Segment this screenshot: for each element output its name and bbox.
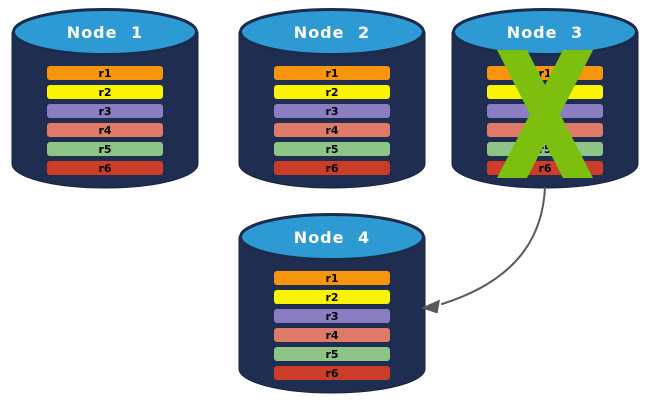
row-label: r1 bbox=[325, 67, 338, 80]
failover-arrow bbox=[421, 187, 546, 314]
arrow-curve bbox=[441, 187, 546, 305]
row-r1 bbox=[47, 66, 163, 80]
node-2-cylinder: Node 2 r1 r2 r3 r4 r5 r6 bbox=[238, 8, 426, 189]
database-cylinder-top bbox=[239, 8, 425, 56]
failure-x-icon bbox=[497, 50, 593, 178]
row-label: r1 bbox=[325, 272, 338, 285]
row-label: r6 bbox=[325, 367, 338, 380]
row-r4 bbox=[274, 328, 390, 342]
row-r6 bbox=[47, 161, 163, 175]
row-r2 bbox=[274, 290, 390, 304]
x-bar-right bbox=[497, 50, 593, 178]
row-r1 bbox=[274, 66, 390, 80]
row-label: r5 bbox=[325, 348, 338, 361]
row-label: r3 bbox=[325, 310, 338, 323]
row-label: r5 bbox=[325, 143, 338, 156]
row-r4 bbox=[274, 123, 390, 137]
row-r2 bbox=[47, 85, 163, 99]
row-r3 bbox=[47, 104, 163, 118]
row-r3 bbox=[274, 309, 390, 323]
database-cylinder-top bbox=[452, 8, 638, 56]
row-label: r5 bbox=[98, 143, 111, 156]
row-label: r2 bbox=[325, 86, 338, 99]
row-label: r4 bbox=[325, 329, 338, 342]
row-label: r2 bbox=[325, 291, 338, 304]
row-label: r1 bbox=[538, 67, 551, 80]
database-cylinder-top bbox=[12, 8, 198, 56]
node-title: Node 4 bbox=[294, 228, 370, 247]
node-1-cylinder: Node 1 r1 r2 r3 r4 r5 r6 bbox=[11, 8, 199, 189]
row-label: r3 bbox=[325, 105, 338, 118]
row-label: r3 bbox=[98, 105, 111, 118]
row-r3 bbox=[274, 104, 390, 118]
row-label: r6 bbox=[325, 162, 338, 175]
row-r6 bbox=[274, 366, 390, 380]
row-label: r4 bbox=[98, 124, 111, 137]
row-r4 bbox=[47, 123, 163, 137]
row-r2 bbox=[274, 85, 390, 99]
row-label: r2 bbox=[98, 86, 111, 99]
row-r6 bbox=[274, 161, 390, 175]
node-title: Node 2 bbox=[294, 23, 370, 42]
row-r5 bbox=[47, 142, 163, 156]
row-label: r6 bbox=[98, 162, 111, 175]
row-r1 bbox=[274, 271, 390, 285]
arrow-head-icon bbox=[421, 299, 440, 314]
database-cylinder-top bbox=[239, 213, 425, 261]
row-label: r4 bbox=[325, 124, 338, 137]
node-title: Node 3 bbox=[507, 23, 583, 42]
node-4-cylinder: Node 4 r1 r2 r3 r4 r5 r6 bbox=[238, 213, 426, 394]
row-r5 bbox=[274, 347, 390, 361]
row-label: r1 bbox=[98, 67, 111, 80]
row-label: r6 bbox=[538, 162, 551, 175]
node-title: Node 1 bbox=[67, 23, 143, 42]
row-r5 bbox=[274, 142, 390, 156]
